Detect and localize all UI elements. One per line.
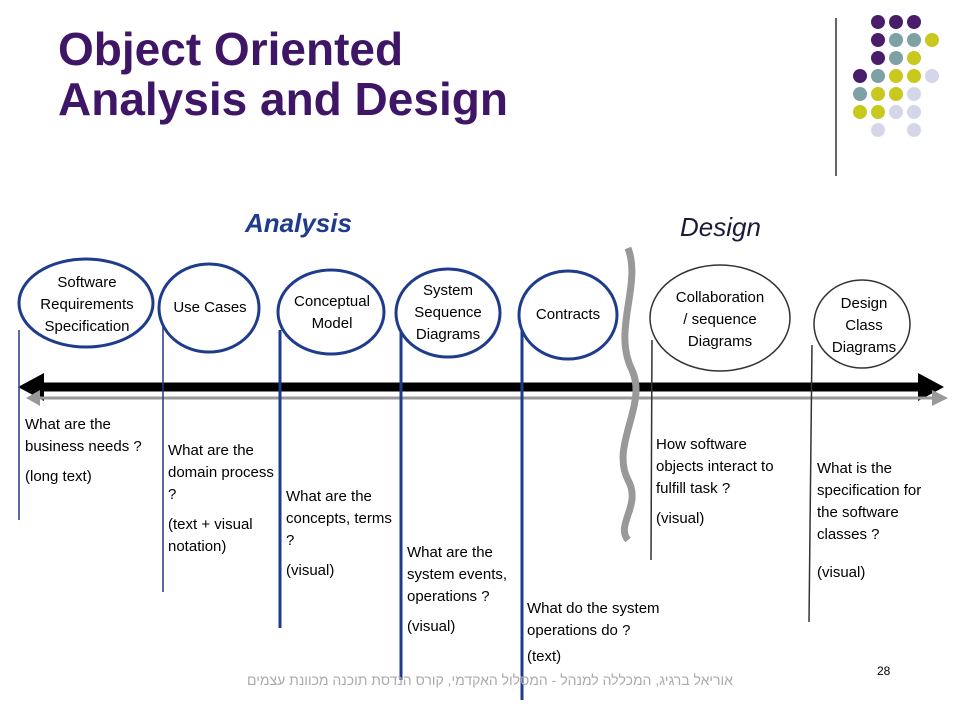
page-number: 28 xyxy=(877,664,891,678)
connector-line-collaboration xyxy=(650,339,653,561)
node-ellipse-ssd xyxy=(394,267,502,359)
decorative-dot xyxy=(889,105,903,119)
question-text: What do the system operations do ? xyxy=(527,600,660,639)
node-label-design-class: Design Class Diagrams xyxy=(831,295,897,356)
footer-credit: אוריאל ברגיג, המכללה למנהל - המסלול האקד… xyxy=(247,672,733,688)
node-ellipse-design-class xyxy=(813,279,911,369)
decorative-dot xyxy=(871,15,885,29)
node-ellipse-contracts xyxy=(517,269,619,361)
node-ellipse-conceptual-model xyxy=(276,268,386,356)
decorative-dot xyxy=(871,51,885,65)
analysis-design-separator xyxy=(619,246,640,543)
question-note: (visual) xyxy=(817,564,866,581)
node-ellipse-use-cases xyxy=(157,262,261,354)
decorative-dot xyxy=(925,69,939,83)
question-collaboration: How software objects interact to fulfill… xyxy=(656,434,776,530)
question-contracts: What do the system operations do ? (text… xyxy=(527,598,667,668)
decorative-dot xyxy=(907,87,921,101)
decorative-dot xyxy=(853,105,867,119)
question-note: (text) xyxy=(527,648,562,665)
decorative-dot xyxy=(907,33,921,47)
decorative-dot xyxy=(907,15,921,29)
question-text: What is the specification for the softwa… xyxy=(817,460,922,543)
node-label-use-cases: Use Cases xyxy=(173,299,247,316)
design-phase-label: Design xyxy=(680,212,761,242)
decorative-dot xyxy=(871,33,885,47)
slide-title-line-1: Object Oriented xyxy=(58,23,404,75)
decorative-dot xyxy=(853,69,867,83)
decorative-dot xyxy=(925,33,939,47)
question-note: (visual) xyxy=(407,618,456,635)
analysis-phase-label: Analysis xyxy=(245,208,352,238)
slide-title-line-2: Analysis and Design xyxy=(58,73,508,125)
decorative-dot xyxy=(853,87,867,101)
question-note: (text + visual notation) xyxy=(168,516,253,555)
node-label-ssd: System Sequence Diagrams xyxy=(414,282,482,343)
question-text: How software objects interact to fulfill… xyxy=(656,436,774,497)
decorative-dot xyxy=(889,33,903,47)
decorative-dot xyxy=(871,123,885,137)
question-srs: What are the business needs ? (long text… xyxy=(25,414,150,488)
question-text: What are the system events, operations ? xyxy=(407,544,508,605)
decorative-dot xyxy=(871,87,885,101)
node-label-collaboration: Collaboration / sequence Diagrams xyxy=(675,289,765,350)
question-design-class: What is the specification for the softwa… xyxy=(817,458,929,584)
question-note: (long text) xyxy=(25,468,92,485)
decorative-dot xyxy=(907,69,921,83)
question-text: What are the concepts, terms ? xyxy=(286,488,392,549)
connector-line-design-class xyxy=(808,344,813,623)
question-note: (visual) xyxy=(286,562,335,579)
decorative-dot xyxy=(889,15,903,29)
decorative-dot xyxy=(907,123,921,137)
decorative-dot xyxy=(907,105,921,119)
decorative-dot xyxy=(889,51,903,65)
decorative-dot xyxy=(871,69,885,83)
decorative-dot-grid xyxy=(853,15,939,137)
node-ellipse-srs xyxy=(17,257,155,349)
node-ellipse-collaboration xyxy=(649,264,791,372)
decorative-dot xyxy=(907,51,921,65)
slide-title: Object Oriented Analysis and Design xyxy=(58,24,758,124)
decorative-dot xyxy=(871,105,885,119)
question-note: (visual) xyxy=(656,510,705,527)
node-label-conceptual-model: Conceptual Model xyxy=(294,293,370,332)
decorative-dot xyxy=(889,87,903,101)
node-label-srs: Software Requirements Specification xyxy=(40,274,134,335)
question-conceptual-model: What are the concepts, terms ? (visual) xyxy=(286,486,398,582)
question-use-cases: What are the domain process ? (text + vi… xyxy=(168,440,280,558)
node-label-contracts: Contracts xyxy=(535,306,601,323)
question-ssd: What are the system events, operations ?… xyxy=(407,542,519,638)
timeline-arrow xyxy=(18,373,948,406)
question-text: What are the business needs ? xyxy=(25,416,142,455)
decorative-dot xyxy=(889,69,903,83)
question-text: What are the domain process ? xyxy=(168,442,274,503)
